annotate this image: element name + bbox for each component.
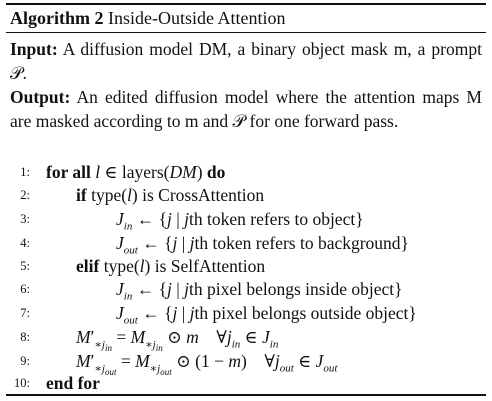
algorithm-name: Inside-Outside Attention (108, 8, 286, 28)
line-number: 1: (20, 165, 30, 179)
output-label: Output: (10, 87, 71, 107)
output-text: An edited diffusion model where the atte… (10, 87, 482, 131)
line-number: 10: (14, 376, 30, 390)
input-label: Input: (10, 39, 58, 59)
line-code: for all l ∈ layers(DM) do (46, 162, 226, 182)
line-number: 3: (20, 212, 30, 226)
line-number: 6: (20, 282, 30, 296)
top-rule (6, 3, 486, 5)
line-code: M′∗jout = M∗jout ⊙ (1 − m) ∀jout ∈ Jout (76, 351, 338, 377)
line-code: elif type(l) is SelfAttention (76, 256, 266, 276)
line-code: end for (46, 373, 100, 393)
input-text: A diffusion model DM, a binary object ma… (10, 39, 482, 83)
output-block: Output: An edited diffusion model where … (10, 86, 482, 133)
line-code: Jout ← {j | jth token refers to backgrou… (116, 233, 409, 257)
line-code: Jout ← {j | jth pixel belongs outside ob… (116, 303, 417, 327)
line-number: 5: (20, 259, 30, 273)
bottom-rule (6, 394, 486, 396)
line-number: 4: (20, 236, 30, 250)
line-code: if type(l) is CrossAttention (76, 185, 265, 205)
algorithm-title: Algorithm 2 Inside-Outside Attention (10, 6, 285, 30)
line-number: 9: (20, 354, 30, 368)
line-number: 2: (20, 188, 30, 202)
algorithm-label: Algorithm 2 (10, 8, 104, 28)
title-rule (6, 32, 486, 33)
line-code: M′∗jin = M∗jin ⊙ m ∀jin ∈ Jin (76, 327, 279, 353)
input-block: Input: A diffusion model DM, a binary ob… (10, 38, 482, 85)
line-code: Jin ← {j | jth token refers to object} (116, 209, 364, 233)
line-number: 8: (20, 330, 30, 344)
line-number: 7: (20, 306, 30, 320)
line-code: Jin ← {j | jth pixel belongs inside obje… (116, 279, 403, 303)
